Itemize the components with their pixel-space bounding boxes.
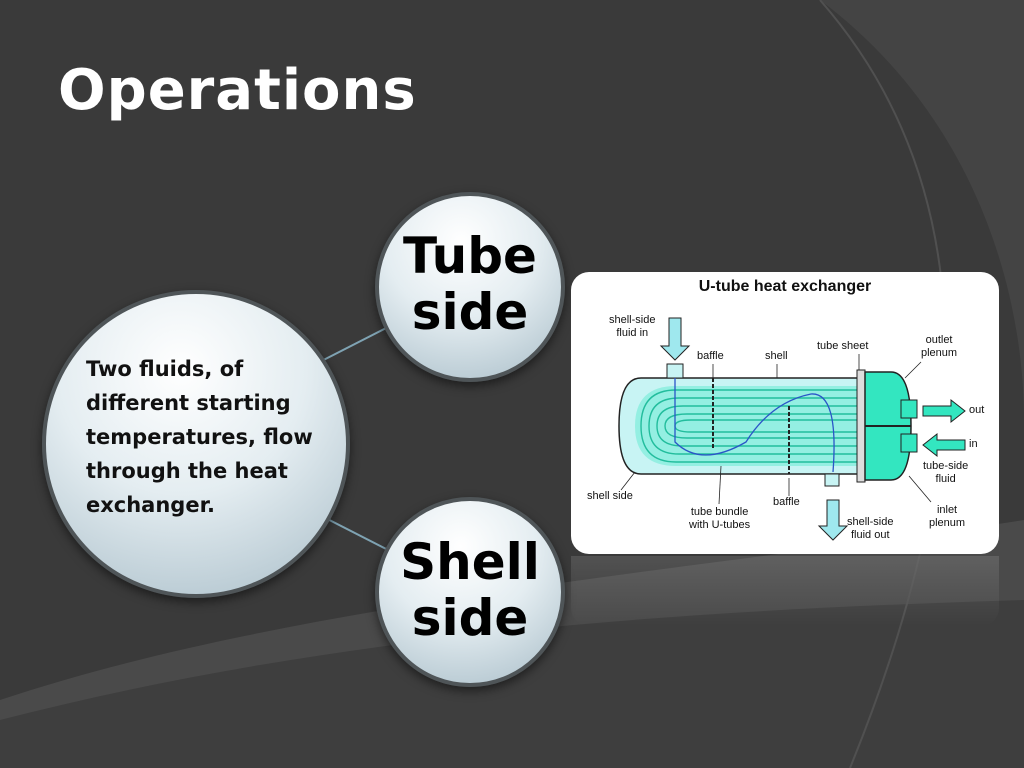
- label-shell-side-fluid-in-1: shell-side: [609, 314, 656, 326]
- shell-flow-path: [674, 378, 835, 473]
- shell-side-bubble: [375, 497, 565, 687]
- center-bubble-text: Two fluids, of different starting temper…: [86, 357, 313, 517]
- tube-out-arrow: [922, 398, 966, 424]
- tube-sheet: [856, 369, 866, 483]
- slide-title: Operations: [58, 58, 417, 123]
- label-outlet-plenum-2: plenum: [921, 347, 958, 359]
- label-shell-side-fluid-out-2: fluid out: [850, 529, 890, 541]
- label-out: out: [969, 404, 985, 416]
- label-tube-side-fluid: tube-side fluid: [923, 460, 968, 486]
- shell-side-line1: Shell: [400, 533, 540, 591]
- label-shell-side: shell side: [587, 490, 633, 502]
- shell-side-label: Shell side: [375, 534, 565, 646]
- label-tube-bundle-1: tube bundle: [690, 506, 749, 518]
- center-bubble: [42, 290, 350, 598]
- shell-fluid-in-arrow: [659, 317, 691, 361]
- label-inlet-plenum-2: plenum: [929, 517, 966, 529]
- tube-outlet-nozzle: [900, 399, 918, 419]
- shell-side-line2: side: [411, 589, 529, 647]
- heat-exchanger-diagram: U-tube heat exchanger: [571, 272, 999, 554]
- label-in: in: [969, 438, 978, 450]
- label-baffle-bottom: baffle: [773, 496, 800, 508]
- shell-fluid-out-arrow: [817, 499, 849, 541]
- label-tube-bundle-2: with U-tubes: [689, 519, 751, 531]
- tube-side-line2: side: [411, 283, 529, 341]
- label-tube-sheet: tube sheet: [817, 340, 869, 352]
- label-shell-side-fluid-out: shell-side fluid out: [847, 516, 893, 542]
- tube-bundle-tint: [635, 386, 861, 466]
- shell-body: [618, 377, 872, 475]
- shell-outlet-nozzle: [824, 473, 840, 487]
- label-baffle-top: baffle: [697, 350, 724, 362]
- label-outlet-plenum-1: outlet: [925, 334, 953, 346]
- label-shell-side-fluid-in-2: fluid in: [616, 327, 649, 339]
- label-inlet-plenum: inlet plenum: [929, 504, 965, 530]
- label-tube-side-fluid-1: tube-side: [923, 460, 969, 472]
- tube-side-line1: Tube: [403, 227, 537, 285]
- diagram-title: U-tube heat exchanger: [698, 278, 872, 295]
- label-shell: shell: [765, 350, 788, 362]
- label-outlet-plenum: outlet plenum: [921, 334, 957, 360]
- tube-in-arrow: [922, 432, 966, 458]
- heat-exchanger-drawing: [618, 317, 966, 541]
- label-shell-side-fluid-out-1: shell-side: [847, 516, 894, 528]
- label-tube-bundle: tube bundle with U-tubes: [689, 506, 750, 532]
- label-tube-side-fluid-2: fluid: [935, 473, 956, 485]
- leader-lines: [620, 354, 932, 505]
- diagram-reflection: [571, 556, 999, 626]
- tube-inlet-nozzle: [900, 433, 918, 453]
- tube-side-label: Tube side: [375, 228, 565, 340]
- label-shell-side-fluid-in: shell-side fluid in: [609, 314, 655, 340]
- shell-inlet-nozzle: [666, 363, 684, 379]
- label-inlet-plenum-1: inlet: [936, 504, 958, 516]
- tube-side-bubble: [375, 192, 565, 382]
